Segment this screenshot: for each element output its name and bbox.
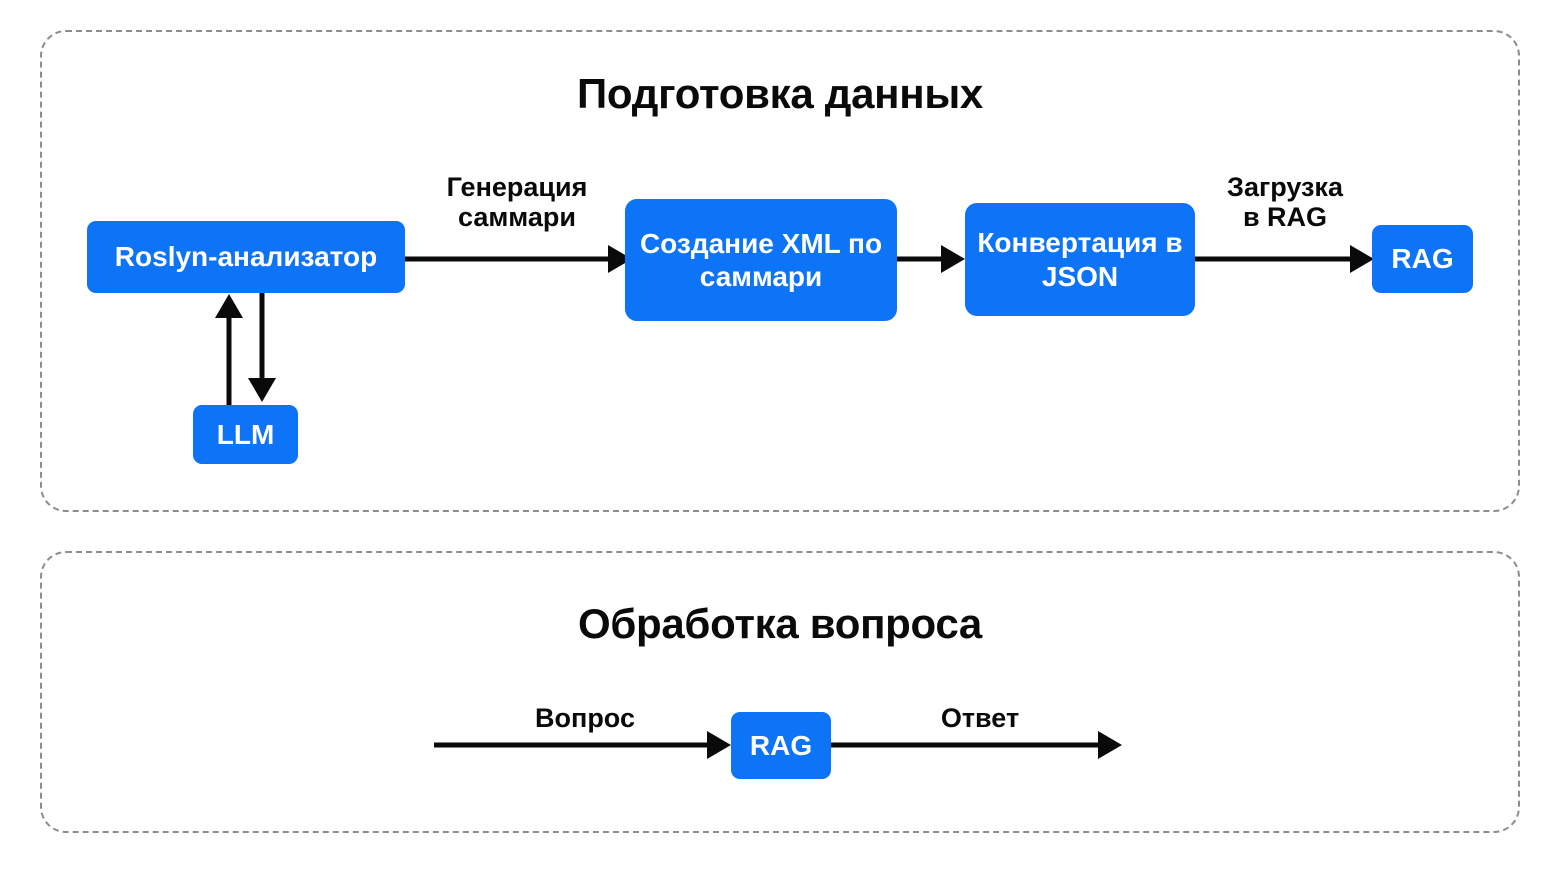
edge-label-load-to-rag: Загрузка в RAG — [1227, 172, 1343, 233]
node-rag-storage[interactable]: RAG — [1372, 225, 1473, 293]
node-llm[interactable]: LLM — [193, 405, 298, 464]
node-create-xml-from-summary[interactable]: Создание XML по саммари — [625, 199, 897, 321]
panel-data-preparation — [40, 30, 1520, 512]
edge-label-question: Вопрос — [535, 703, 635, 733]
edge-label-answer: Ответ — [940, 703, 1020, 733]
edge-label-summary-generation: Генерация саммари — [446, 172, 588, 233]
node-convert-to-json[interactable]: Конвертация в JSON — [965, 203, 1195, 316]
panel-question-processing — [40, 551, 1520, 833]
panel-title-data-preparation: Подготовка данных — [577, 70, 983, 117]
node-rag-query[interactable]: RAG — [731, 712, 831, 779]
node-roslyn-analyzer[interactable]: Roslyn-анализатор — [87, 221, 405, 293]
panel-title-question-processing: Обработка вопроса — [578, 600, 982, 647]
